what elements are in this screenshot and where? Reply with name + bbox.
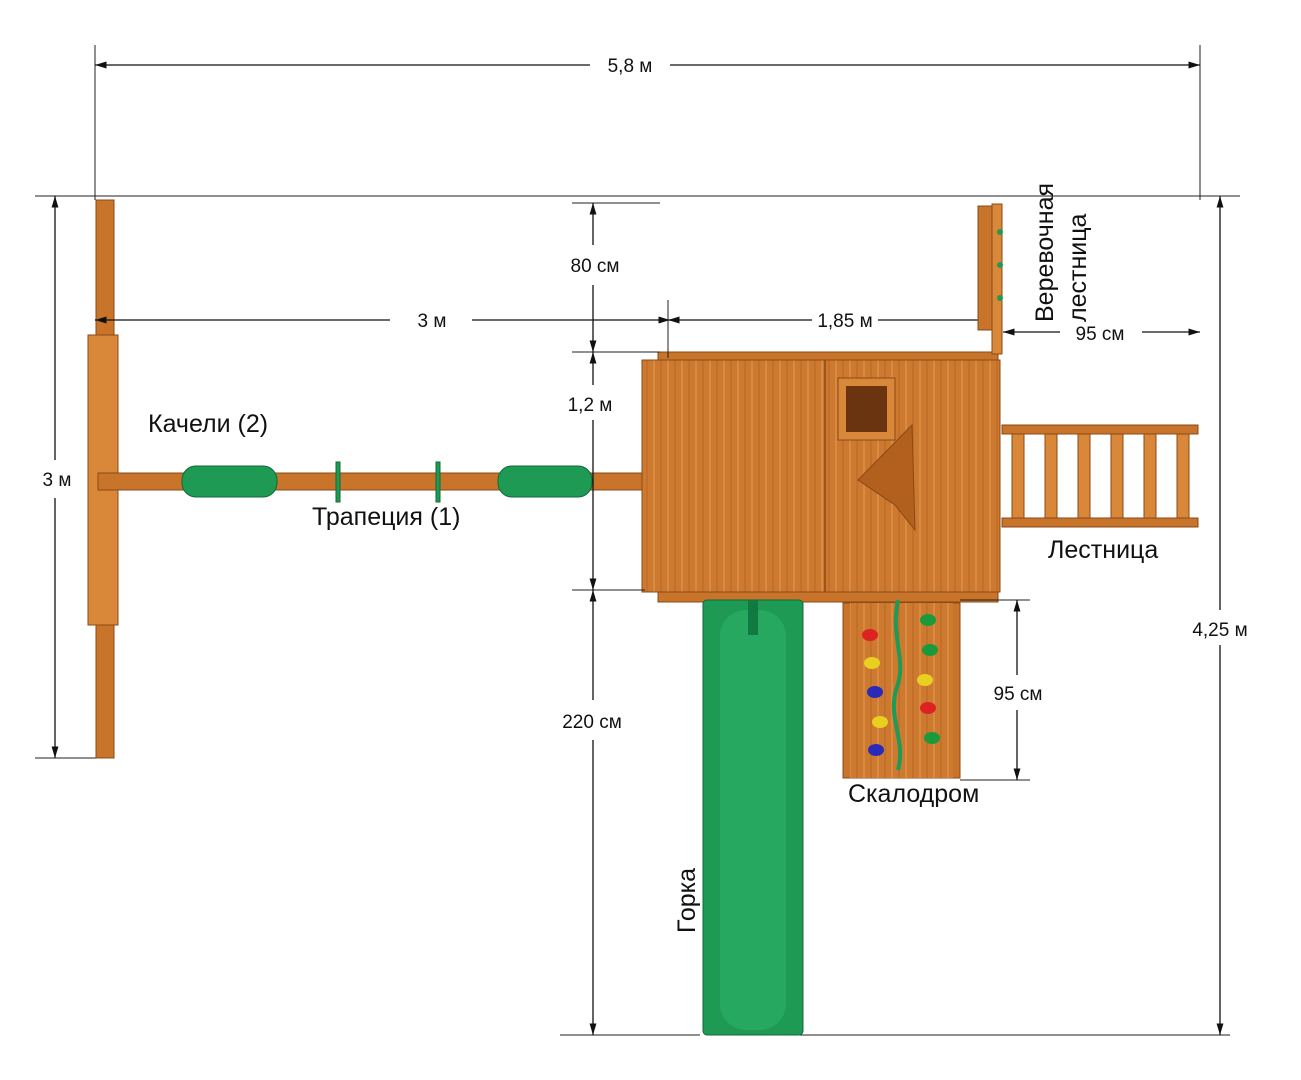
ladder	[1001, 424, 1199, 528]
label-trapeze: Трапеция (1)	[312, 503, 460, 531]
climbing-wall	[842, 599, 961, 779]
dimension-rope-ladder-offset: 95 см	[1003, 324, 1200, 345]
tower-roof	[641, 351, 1001, 603]
label-slide: Горка	[673, 868, 701, 933]
svg-text:3 м: 3 м	[418, 311, 447, 332]
rope-ladder	[977, 203, 1003, 355]
svg-text:95 см: 95 см	[994, 684, 1043, 705]
slide	[702, 599, 804, 1036]
label-ladder: Лестница	[1048, 536, 1158, 564]
svg-text:3 м: 3 м	[43, 470, 72, 491]
dimension-tower-depth: 1,2 м	[568, 351, 660, 591]
label-rope-ladder-line2: лестница	[1064, 213, 1092, 322]
svg-text:220 см: 220 см	[562, 712, 622, 733]
svg-text:5,8 м: 5,8 м	[608, 56, 653, 77]
trapeze	[335, 461, 441, 503]
svg-text:1,2 м: 1,2 м	[568, 395, 613, 416]
swing-seats	[181, 465, 593, 498]
dimension-swing-beam: 3 м	[95, 311, 670, 332]
label-rope-ladder-line1: Веревочная	[1031, 183, 1059, 322]
label-climbing-wall: Скалодром	[848, 780, 979, 808]
dimension-climbing-wall: 95 см	[960, 599, 1043, 781]
dimension-total-width: 5,8 м	[94, 45, 1201, 200]
dimension-total-depth: 4,25 м	[800, 196, 1248, 1036]
dimension-tower-width: 1,85 м	[667, 300, 1000, 358]
svg-text:4,25 м: 4,25 м	[1192, 620, 1247, 641]
dimension-top-offset: 80 см	[571, 202, 660, 352]
svg-text:95 см: 95 см	[1076, 324, 1125, 345]
dimension-slide-length: 220 см	[560, 590, 700, 1036]
svg-text:80 см: 80 см	[571, 256, 620, 277]
svg-text:1,85 м: 1,85 м	[817, 311, 872, 332]
dimension-swing-frame-width: 3 м	[35, 196, 96, 759]
label-swings: Качели (2)	[148, 410, 268, 438]
